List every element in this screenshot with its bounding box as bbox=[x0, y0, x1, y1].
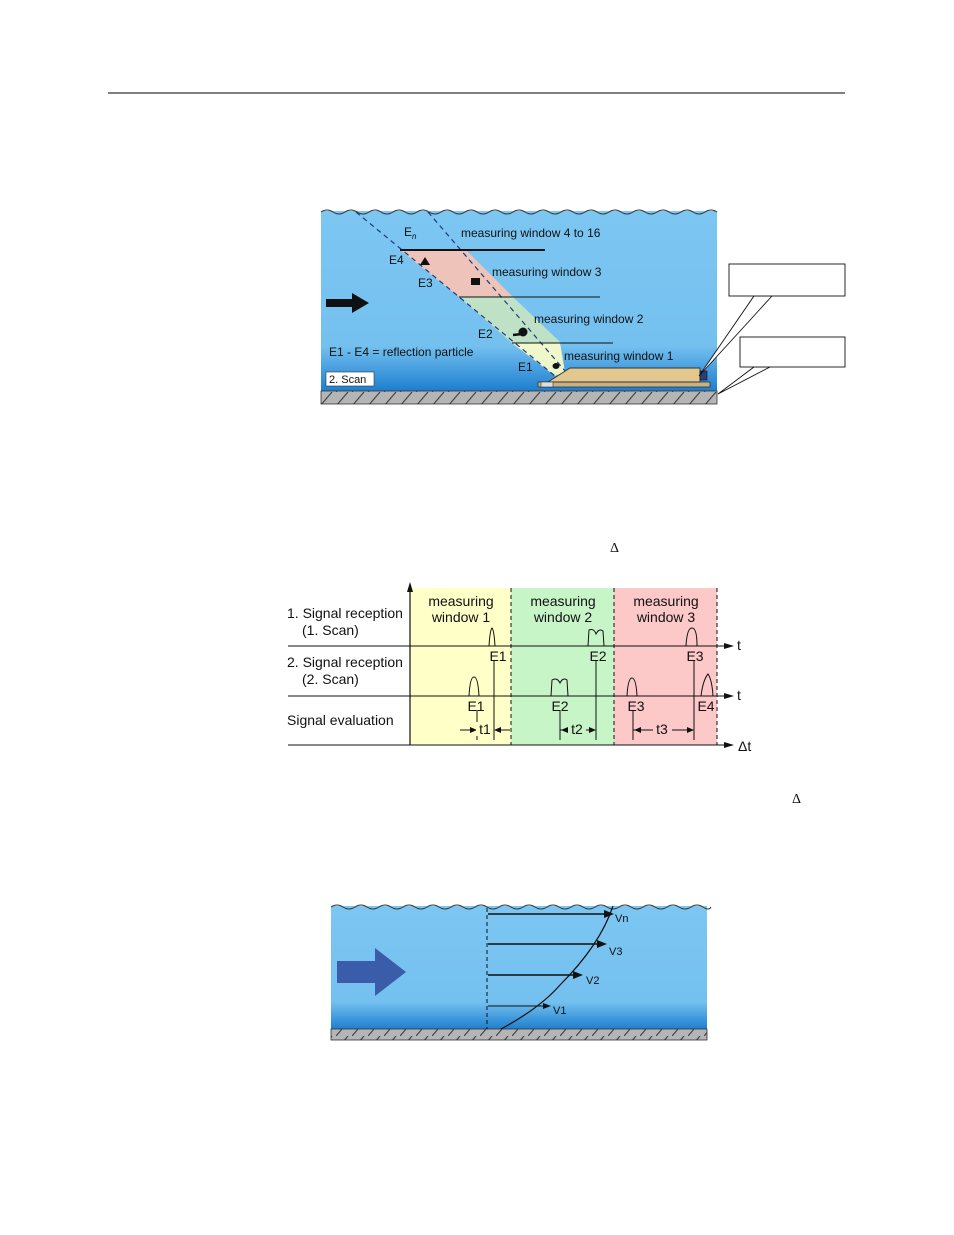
window-1-line1: measuring bbox=[428, 593, 493, 609]
window-2-line1: measuring bbox=[530, 593, 595, 609]
row1-e3: E3 bbox=[686, 648, 703, 664]
figure-3-velocity-profile: Vn V3 V2 V1 bbox=[330, 904, 712, 1041]
window-2-line2: window 2 bbox=[533, 609, 593, 625]
water-body bbox=[321, 211, 717, 391]
sensor-body bbox=[546, 367, 701, 383]
label-e4: E4 bbox=[389, 253, 404, 267]
label-vn: Vn bbox=[615, 913, 628, 925]
delta-symbol-2: Δ bbox=[792, 792, 801, 807]
callout-box-top bbox=[728, 263, 846, 297]
label-v2: V2 bbox=[586, 975, 599, 987]
row1-e1: E1 bbox=[489, 648, 506, 664]
row2-e1: E1 bbox=[467, 698, 484, 714]
pulse-row1-e1 bbox=[487, 627, 498, 647]
legend-text: E1 - E4 = reflection particle bbox=[329, 345, 474, 359]
pulse-row2-e2 bbox=[548, 678, 571, 697]
pulse-row1-e3 bbox=[683, 627, 702, 647]
label-window-4-16: measuring window 4 to 16 bbox=[461, 226, 601, 240]
sensor-foot bbox=[540, 381, 554, 388]
callout-box-bottom bbox=[739, 336, 846, 368]
particle-circle-tail bbox=[512, 332, 523, 337]
channel-bed-fig3 bbox=[330, 1028, 708, 1041]
interval-arrow-t2-head-a bbox=[561, 727, 568, 733]
callout-pointer-bottom bbox=[717, 366, 771, 395]
t2-label-bg bbox=[568, 722, 586, 736]
flow-arrow-large-icon bbox=[337, 948, 406, 996]
window-2-region bbox=[511, 588, 614, 745]
interval-arrow-t1-head-a bbox=[470, 727, 477, 733]
label-window-2: measuring window 2 bbox=[534, 312, 644, 326]
row1-e2: E2 bbox=[589, 648, 606, 664]
figure-2-signal-timing: measuring window 1 measuring window 2 me… bbox=[287, 582, 751, 754]
label-e3: E3 bbox=[418, 276, 433, 290]
label-window-1: measuring window 1 bbox=[564, 349, 674, 363]
pulse-row1-e2 bbox=[585, 629, 607, 647]
window-1-line2: window 1 bbox=[431, 609, 491, 625]
label-v3: V3 bbox=[609, 946, 622, 958]
interval-arrow-t1-head-b bbox=[494, 727, 501, 733]
vector-vn-head bbox=[604, 910, 614, 918]
beam-edge-left bbox=[355, 211, 556, 377]
window-3-line1: measuring bbox=[633, 593, 698, 609]
label-window-3: measuring window 3 bbox=[492, 265, 602, 279]
axis-row-2-arrowhead bbox=[724, 693, 734, 699]
beam-band-window-2 bbox=[459, 297, 561, 343]
window-3-region bbox=[614, 588, 717, 745]
window-3-line2: window 3 bbox=[636, 609, 696, 625]
vector-v2-head bbox=[573, 971, 583, 979]
delta-symbol-1: Δ bbox=[610, 541, 619, 556]
interval-t1: t1 bbox=[479, 721, 491, 737]
row-2-label-line2: (2. Scan) bbox=[302, 671, 359, 687]
row-1-label-line1: 1. Signal reception bbox=[287, 605, 403, 621]
particle-small bbox=[552, 363, 560, 369]
vector-v1-head bbox=[543, 1003, 551, 1009]
label-v1: V1 bbox=[553, 1005, 566, 1017]
particle-triangle bbox=[420, 257, 430, 265]
sensor-base-plate bbox=[537, 381, 711, 388]
en-label: En bbox=[404, 225, 417, 241]
particle-square bbox=[471, 278, 480, 285]
velocity-profile-curve bbox=[500, 905, 614, 1030]
vertical-axis-arrowhead bbox=[407, 582, 413, 592]
scan-label: 2. Scan bbox=[329, 374, 366, 386]
axis-dt-label: Δt bbox=[738, 738, 751, 754]
row-3-label: Signal evaluation bbox=[287, 712, 394, 728]
axis-t-label-row1: t bbox=[737, 637, 741, 653]
axis-row-1-arrowhead bbox=[724, 643, 734, 649]
pulse-row2-e1 bbox=[466, 676, 484, 697]
row2-e2: E2 bbox=[551, 698, 568, 714]
interval-t3: t3 bbox=[656, 721, 668, 737]
interval-arrow-t2-head-b bbox=[589, 727, 596, 733]
interval-arrow-t3-head-b bbox=[687, 727, 694, 733]
channel-bed bbox=[320, 390, 718, 405]
label-e1: E1 bbox=[518, 360, 533, 374]
figure-1-scan-diagram: En measuring window 4 to 16 measuring wi… bbox=[320, 209, 846, 405]
pulse-row2-e3 bbox=[624, 677, 642, 697]
scan-label-box bbox=[325, 371, 375, 387]
t3-label-bg bbox=[653, 722, 672, 736]
row2-e3: E3 bbox=[627, 698, 644, 714]
row-1-label-line2: (1. Scan) bbox=[302, 622, 359, 638]
interval-t2: t2 bbox=[571, 721, 583, 737]
t1-label-bg bbox=[476, 722, 493, 736]
beam-band-window-3 bbox=[400, 250, 513, 297]
water-surface-wave-fig3 bbox=[330, 904, 712, 910]
axis-row-3-arrowhead bbox=[724, 742, 734, 748]
pulse-row2-e4 bbox=[698, 673, 716, 697]
flow-arrow-icon bbox=[326, 293, 369, 313]
axis-t-label-row2: t bbox=[737, 687, 741, 703]
label-e2: E2 bbox=[478, 327, 493, 341]
row2-e4: E4 bbox=[697, 698, 714, 714]
vector-v3-head bbox=[597, 940, 607, 948]
row-2-label-line1: 2. Signal reception bbox=[287, 654, 403, 670]
water-surface-wave bbox=[320, 209, 718, 215]
interval-arrow-t3-head-a bbox=[634, 727, 641, 733]
